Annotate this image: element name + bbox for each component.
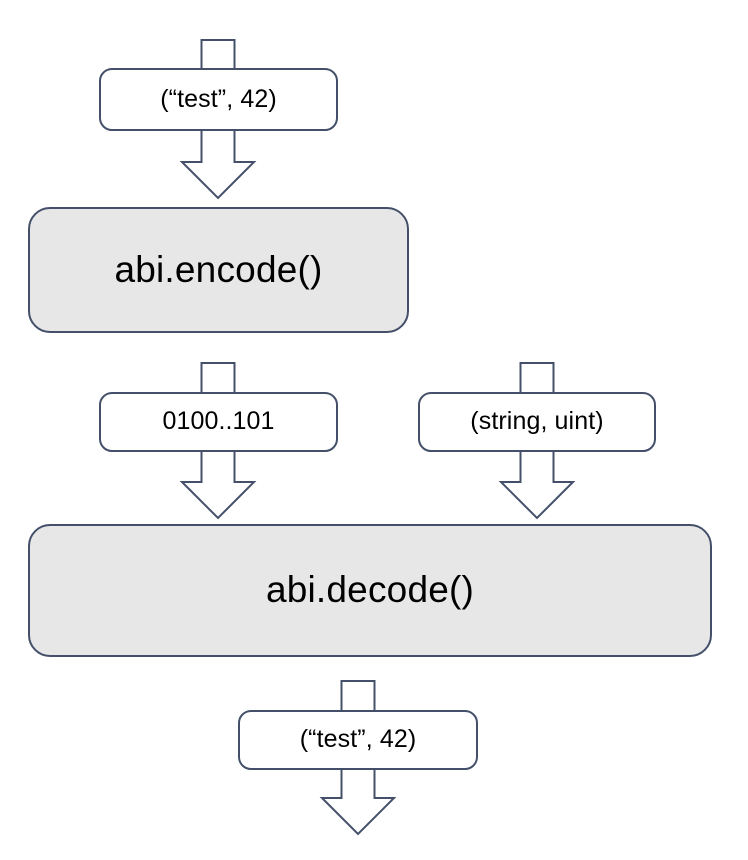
connector-outline [200, 362, 236, 392]
node-abi-encode: abi.encode() [28, 207, 409, 333]
node-label-input-tuple: (“test”, 42) [160, 84, 277, 113]
flow-arrow-arrow-bytes-to-decode [178, 448, 258, 522]
node-input-tuple: (“test”, 42) [99, 68, 338, 131]
flow-stub-stub-into-input [178, 36, 258, 72]
connector-outline [519, 362, 555, 392]
flow-arrow-arrow-output-down [318, 766, 398, 838]
flow-stub-stub-decode-to-output [318, 677, 398, 714]
connector-outline [498, 452, 576, 520]
flow-stub-stub-encode-to-bytes [178, 359, 258, 396]
flow-arrow-arrow-input-to-encode [178, 127, 258, 202]
connector-outline [319, 770, 397, 836]
node-label-abi-decode: abi.decode() [265, 569, 475, 611]
node-type-tuple: (string, uint) [418, 392, 656, 452]
node-output-tuple: (“test”, 42) [238, 710, 478, 770]
flow-arrow-arrow-types-to-decode [497, 448, 577, 522]
node-encoded-bytes: 0100..101 [99, 392, 338, 452]
connector-outline [179, 452, 257, 520]
node-label-encoded-bytes: 0100..101 [162, 407, 275, 436]
node-label-abi-encode: abi.encode() [114, 248, 323, 290]
node-label-type-tuple: (string, uint) [470, 407, 604, 436]
connector-outline [200, 39, 236, 68]
node-label-output-tuple: (“test”, 42) [299, 725, 417, 754]
flow-stub-stub-into-types [497, 359, 577, 396]
node-abi-decode: abi.decode() [28, 524, 712, 657]
connector-outline [179, 131, 257, 200]
connector-outline [340, 680, 376, 710]
